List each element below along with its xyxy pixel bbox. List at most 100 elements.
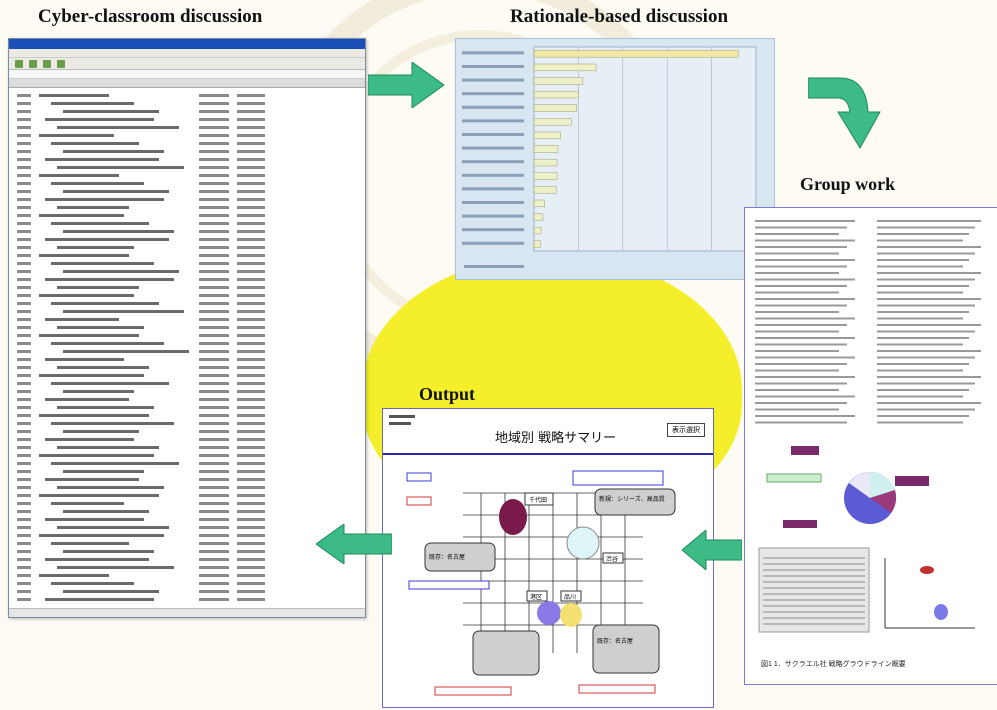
output-header: 地域別 戦略サマリー 表示選択	[383, 409, 713, 455]
legend-box	[783, 520, 817, 528]
thread-row[interactable]	[9, 292, 365, 300]
thread-row[interactable]	[9, 164, 365, 172]
thread-row[interactable]	[9, 236, 365, 244]
thread-row[interactable]	[9, 196, 365, 204]
thread-row[interactable]	[9, 308, 365, 316]
map-label-box	[524, 492, 554, 506]
thread-row[interactable]	[9, 572, 365, 580]
thread-row[interactable]	[9, 348, 365, 356]
chart-bar	[533, 226, 542, 235]
thread-row[interactable]	[9, 516, 365, 524]
thread-row[interactable]	[9, 284, 365, 292]
window-column-header	[9, 79, 365, 88]
thread-row[interactable]	[9, 180, 365, 188]
thread-row[interactable]	[9, 212, 365, 220]
thread-row[interactable]	[9, 276, 365, 284]
thread-row[interactable]	[9, 388, 365, 396]
thread-row[interactable]	[9, 444, 365, 452]
thread-row[interactable]	[9, 452, 365, 460]
thread-row[interactable]	[9, 524, 365, 532]
doc-text-line	[755, 343, 847, 346]
thread-row[interactable]	[9, 188, 365, 196]
group-work-svg: 図1 1．サクラエル社 戦略グラウドライン概要	[755, 220, 981, 668]
thread-row[interactable]	[9, 332, 365, 340]
thread-row[interactable]	[9, 396, 365, 404]
doc-text-line	[755, 350, 839, 352]
chart-category-label	[462, 51, 524, 55]
map-label: 千代田	[529, 496, 547, 504]
thread-row[interactable]	[9, 364, 365, 372]
thread-row[interactable]	[9, 412, 365, 420]
thread-row[interactable]	[9, 428, 365, 436]
thread-row[interactable]	[9, 92, 365, 100]
chart-category-label	[462, 214, 524, 218]
thread-row[interactable]	[9, 108, 365, 116]
window-menubar	[9, 49, 365, 58]
thread-row[interactable]	[9, 492, 365, 500]
chart-category-label	[462, 146, 524, 150]
doc-text-line	[877, 272, 981, 274]
thread-row[interactable]	[9, 140, 365, 148]
doc-text-line	[755, 421, 847, 424]
pie-slice	[870, 471, 895, 498]
thread-row[interactable]	[9, 228, 365, 236]
thread-row[interactable]	[9, 124, 365, 132]
thread-row[interactable]	[9, 540, 365, 548]
thread-row[interactable]	[9, 404, 365, 412]
chart-bar	[533, 213, 544, 221]
toolbar-icon[interactable]	[15, 60, 23, 68]
thread-row[interactable]	[9, 148, 365, 156]
thread-row[interactable]	[9, 380, 365, 388]
thread-row[interactable]	[9, 484, 365, 492]
toolbar-icon[interactable]	[57, 60, 65, 68]
doc-text-line	[877, 317, 963, 320]
thread-row[interactable]	[9, 508, 365, 516]
toolbar-icon[interactable]	[43, 60, 51, 68]
toolbar-icon[interactable]	[29, 60, 37, 68]
thread-row[interactable]	[9, 532, 365, 540]
thread-row[interactable]	[9, 340, 365, 348]
thread-row[interactable]	[9, 468, 365, 476]
thread-row[interactable]	[9, 316, 365, 324]
thread-row[interactable]	[9, 132, 365, 140]
thread-row[interactable]	[9, 268, 365, 276]
thread-row[interactable]	[9, 260, 365, 268]
doc-text-line	[755, 369, 839, 372]
thread-row[interactable]	[9, 500, 365, 508]
thread-row[interactable]	[9, 356, 365, 364]
pie-slice	[849, 472, 870, 498]
thread-row[interactable]	[9, 116, 365, 124]
thread-row[interactable]	[9, 156, 365, 164]
thread-row[interactable]	[9, 372, 365, 380]
thread-row[interactable]	[9, 324, 365, 332]
chart-category-label	[462, 241, 524, 245]
thread-row[interactable]	[9, 580, 365, 588]
header-logo	[389, 415, 415, 418]
window-pathbar	[9, 70, 365, 79]
thread-row[interactable]	[9, 548, 365, 556]
thread-row[interactable]	[9, 300, 365, 308]
thread-row[interactable]	[9, 556, 365, 564]
thread-row[interactable]	[9, 436, 365, 444]
thread-row[interactable]	[9, 252, 365, 260]
doc-text-line	[877, 226, 975, 229]
thread-row[interactable]	[9, 564, 365, 572]
thread-row[interactable]	[9, 420, 365, 428]
header-logo	[389, 422, 411, 425]
thread-row[interactable]	[9, 460, 365, 468]
thread-row[interactable]	[9, 172, 365, 180]
region-bubble	[560, 603, 582, 627]
map-label-box	[526, 590, 548, 602]
chart-category-label	[462, 133, 524, 136]
thread-row[interactable]	[9, 220, 365, 228]
thread-row[interactable]	[9, 100, 365, 108]
thread-row[interactable]	[9, 204, 365, 212]
thread-row[interactable]	[9, 588, 365, 596]
doc-text-line	[877, 376, 981, 378]
thread-row[interactable]	[9, 476, 365, 484]
display-select-button[interactable]: 表示選択	[667, 423, 705, 437]
thread-row[interactable]	[9, 596, 365, 604]
doc-text-line	[755, 298, 855, 300]
thread-row[interactable]	[9, 244, 365, 252]
doc-text-line	[877, 337, 969, 339]
